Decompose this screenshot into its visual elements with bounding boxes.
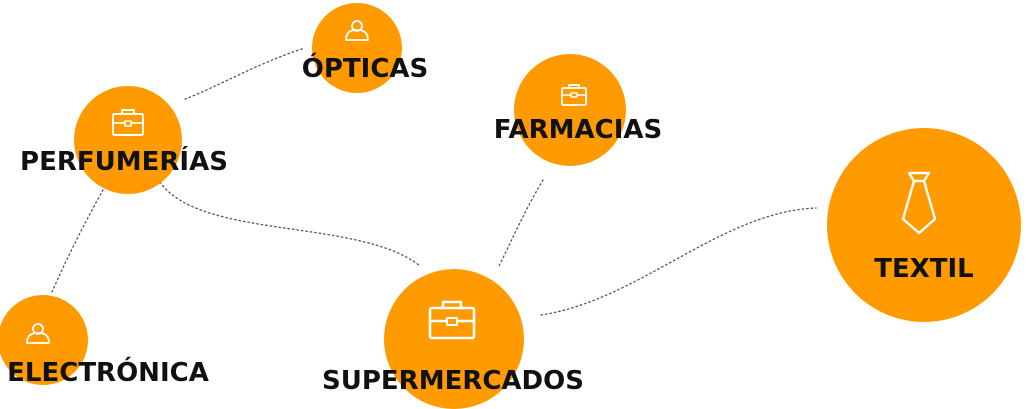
- node-circle-opticas: [312, 3, 402, 93]
- briefcase-icon: [428, 300, 476, 340]
- user-icon: [345, 20, 369, 41]
- node-label-supermercados: SUPERMERCADOS: [322, 366, 584, 396]
- connectors: [51, 47, 817, 316]
- user-icon: [26, 323, 50, 344]
- node-circle-perfumerias: [74, 86, 182, 194]
- node-circle-electronica: [0, 295, 88, 385]
- node-label-electronica: ELECTRÓNICA: [7, 356, 209, 388]
- connector-perfumerias-supermercados: [159, 181, 421, 267]
- node-label-opticas: ÓPTICAS: [302, 52, 429, 84]
- connector-supermercados-textil: [540, 207, 817, 316]
- connector-perfumerias-electronica: [51, 189, 104, 293]
- node-label-perfumerias: PERFUMERÍAS: [20, 145, 228, 177]
- briefcase-icon: [112, 109, 144, 136]
- connector-perfumerias-opticas: [184, 47, 306, 100]
- briefcase-icon: [561, 84, 587, 106]
- node-label-textil: TEXTIL: [874, 254, 974, 284]
- node-circle-textil: [827, 128, 1021, 322]
- connector-farmacias-supermercados: [497, 179, 544, 269]
- node-circle-farmacias: [514, 54, 626, 166]
- tie-icon: [901, 171, 937, 235]
- node-label-farmacias: FARMACIAS: [494, 115, 663, 145]
